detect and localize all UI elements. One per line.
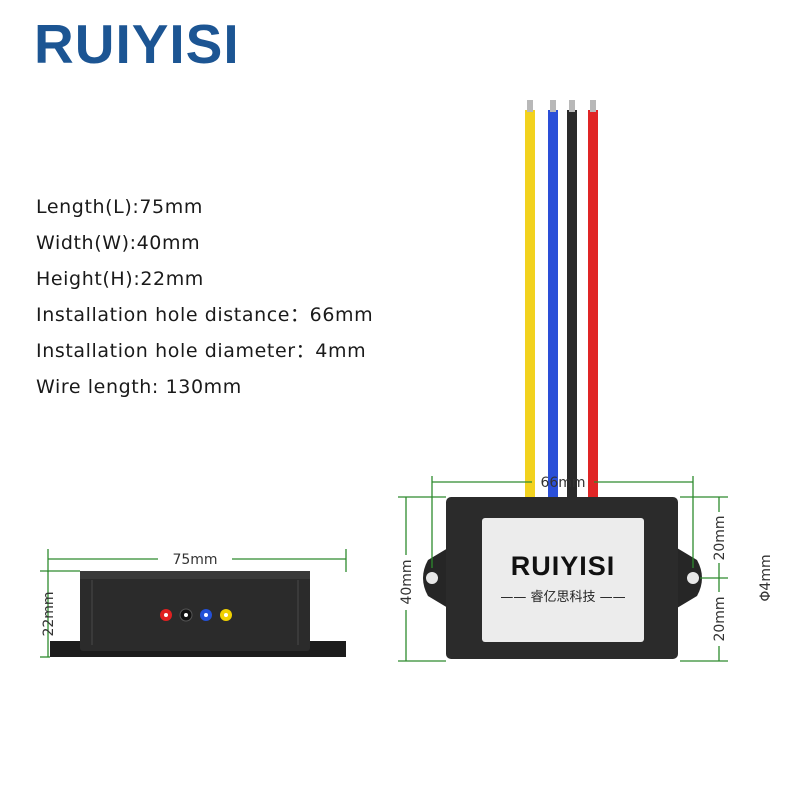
top-view: RUIYISI —— 睿亿思科技 —— 66mm 40mm 20mm [398, 100, 774, 662]
side-height-label: 22mm [41, 591, 57, 636]
label-brand: RUIYISI [511, 551, 616, 581]
upper-half-label: 20mm [712, 515, 728, 560]
wire-red [588, 110, 598, 500]
side-width-dimension [47, 549, 347, 572]
spec-wire-length: Wire length: 130mm [36, 376, 242, 398]
wire-tip [569, 100, 575, 112]
side-housing-top [80, 571, 310, 579]
width-label: 40mm [399, 559, 415, 604]
wire-tip [550, 100, 556, 112]
side-housing [80, 571, 310, 651]
spec-height: Height(H):22mm [36, 268, 204, 290]
mounting-hole-icon [426, 572, 438, 584]
side-width-label: 75mm [172, 552, 217, 568]
hole-diameter-label: Φ4mm [758, 554, 774, 601]
side-wire-sockets [160, 608, 232, 622]
brand-logo: RUIYISI [34, 13, 240, 75]
hole-distance-dimension [431, 476, 694, 568]
wire-black [567, 110, 577, 500]
lower-half-label: 20mm [712, 596, 728, 641]
mounting-hole-icon [687, 572, 699, 584]
half-width-dimension [680, 496, 728, 662]
side-view: 75mm 22mm [40, 549, 347, 658]
width-dimension [398, 496, 446, 662]
spec-length: Length(L):75mm [36, 196, 203, 218]
label-subtitle: —— 睿亿思科技 —— [500, 590, 625, 605]
wire-bundle [525, 100, 598, 500]
hole-distance-label: 66mm [540, 475, 585, 491]
wire-yellow [525, 110, 535, 500]
spec-width: Width(W):40mm [36, 232, 201, 254]
wire-tip [527, 100, 533, 112]
spec-list: Length(L):75mm Width(W):40mm Height(H):2… [36, 194, 373, 410]
wire-blue [548, 110, 558, 500]
side-height-dimension [40, 570, 80, 658]
spec-hole-distance: Installation hole distance：66mm [36, 304, 374, 326]
spec-hole-diameter: Installation hole diameter：4mm [36, 340, 367, 362]
product-label [482, 518, 644, 642]
wire-tip [590, 100, 596, 112]
